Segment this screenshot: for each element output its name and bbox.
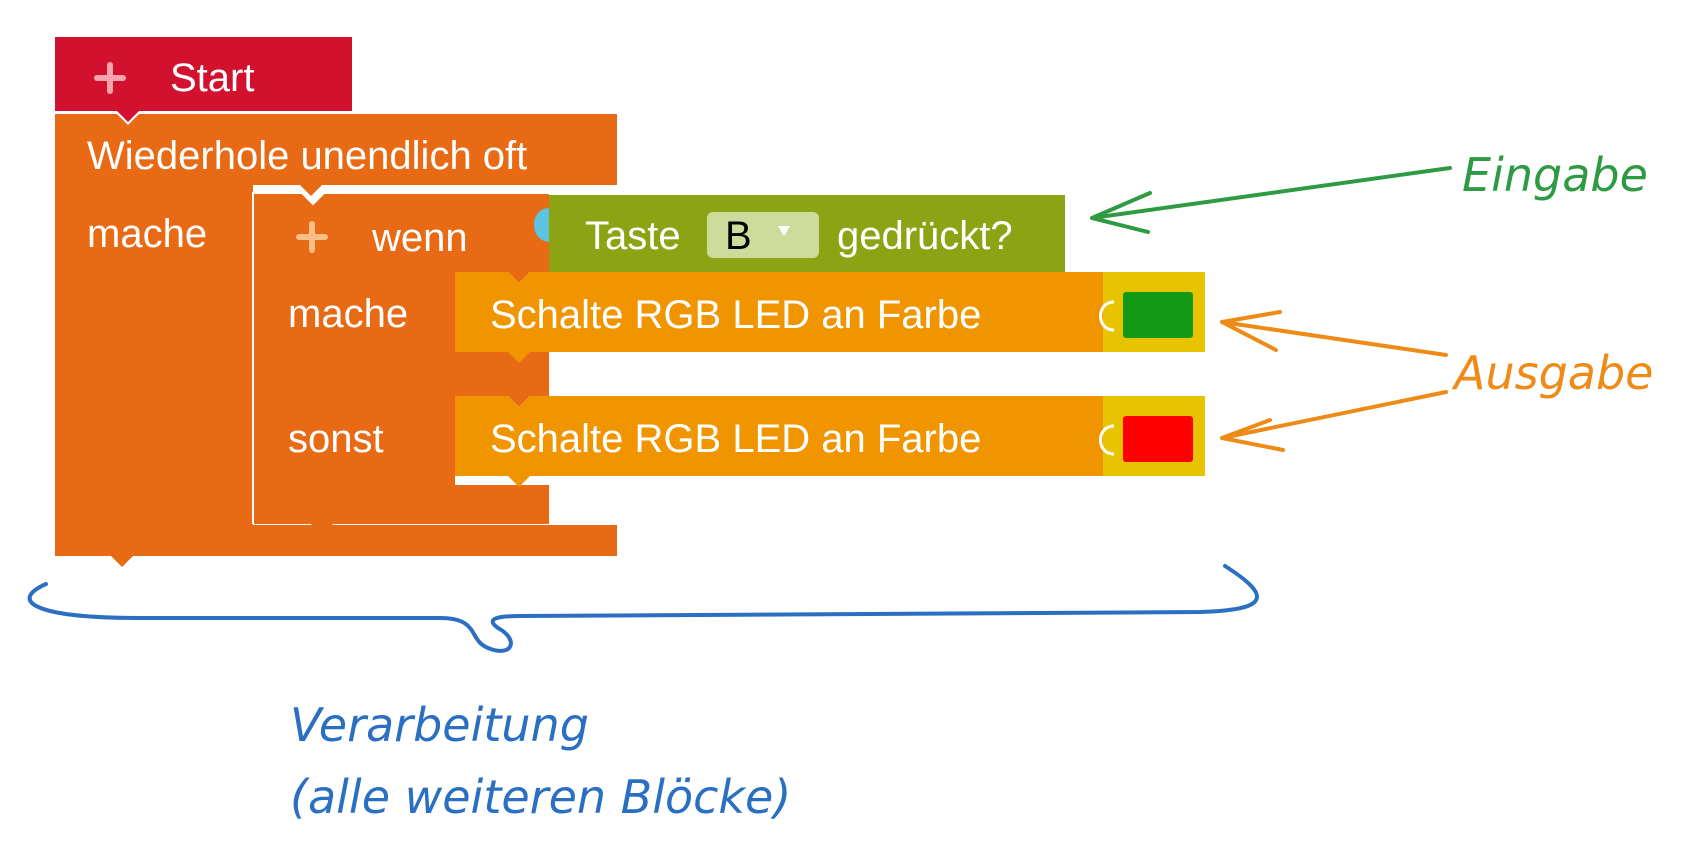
led-block-2-shape[interactable] [455,396,1103,487]
output-annotation: Ausgabe [1454,346,1654,400]
if-label: wenn [372,216,468,260]
input-arrow [1090,166,1452,234]
else-label: sonst [288,417,384,461]
condition-suffix: gedrückt? [837,214,1013,258]
dropdown-value[interactable]: B [725,214,752,258]
plus-icon[interactable] [94,62,126,94]
dropdown-key[interactable] [707,212,819,258]
condition-prefix: Taste [585,214,681,258]
color-socket-1-notch [1099,300,1115,332]
led-block-1-label: Schalte RGB LED an Farbe [490,293,982,337]
start-label: Start [170,56,255,100]
chevron-down-icon [778,226,790,236]
input-annotation: Eingabe [1462,148,1648,202]
if-do-label: mache [288,292,409,336]
led-block-2-label: Schalte RGB LED an Farbe [490,417,982,461]
if-block-shape[interactable] [253,193,549,535]
if-block-edge [252,192,549,524]
plus-icon[interactable] [296,221,328,253]
processing-brace [27,564,1259,653]
start-block-shape[interactable] [55,37,352,122]
loop-title: Wiederhole unendlich oft [87,134,528,178]
color-swatch-1[interactable] [1123,292,1193,338]
output-arrow-1 [1220,310,1448,357]
color-socket-2-notch [1099,424,1115,456]
processing-annotation-line2: (alle weiteren Blöcke) [290,770,792,824]
condition-socket [533,208,549,242]
led-block-1-shape[interactable] [455,272,1103,363]
loop-do-label: mache [87,212,208,256]
color-swatch-2[interactable] [1123,416,1193,462]
loop-block-shape[interactable] [55,114,617,567]
processing-annotation-line1: Verarbeitung [290,698,589,752]
output-arrow-2 [1220,390,1448,452]
